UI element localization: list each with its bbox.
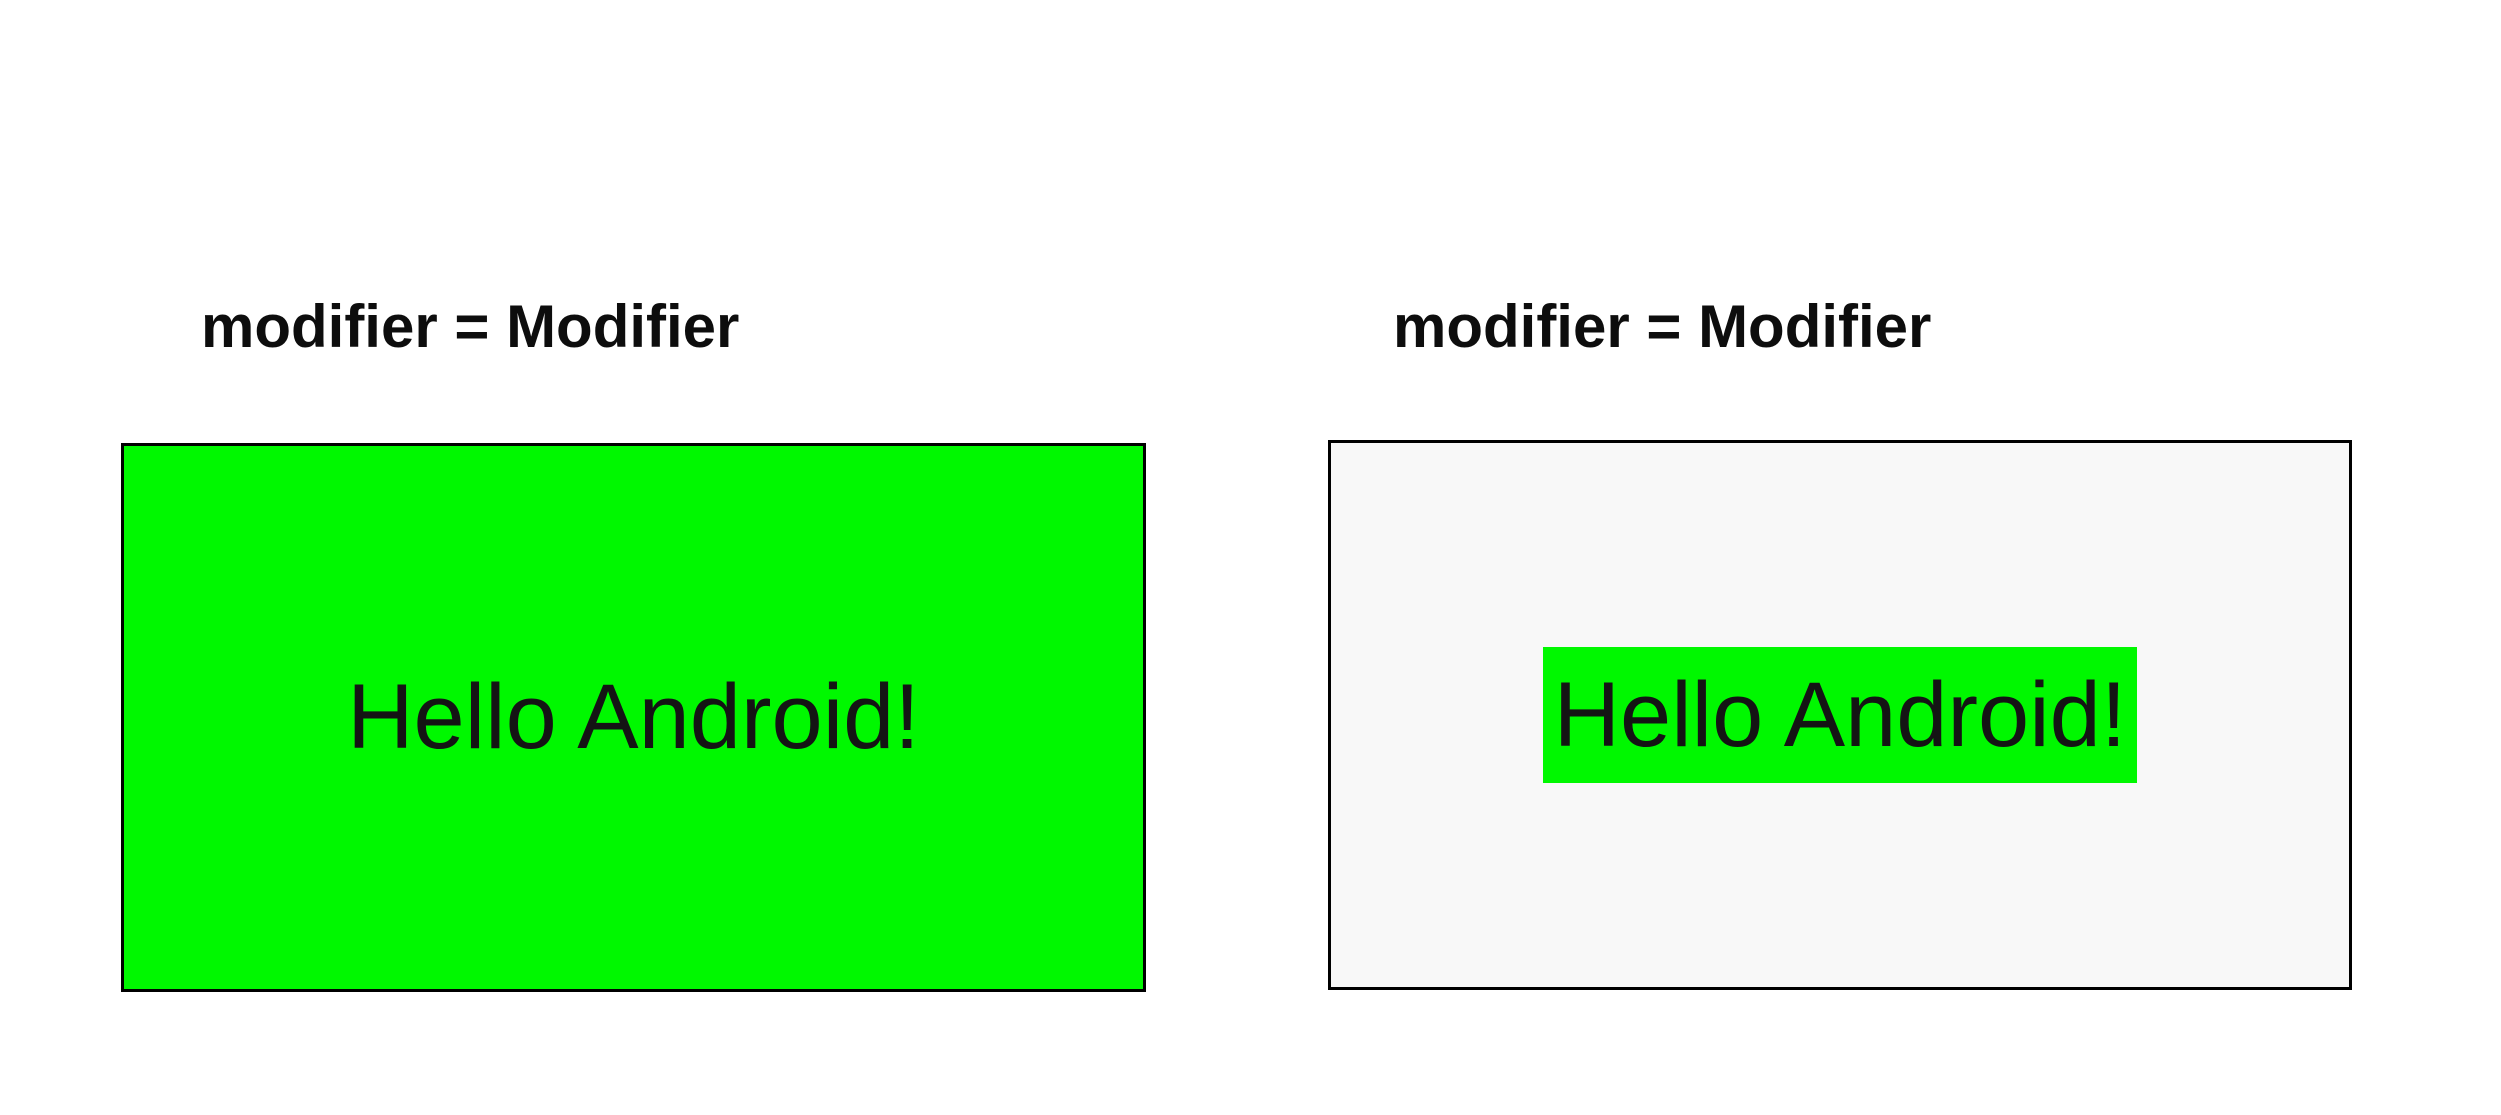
result-box-gray: Hello Android!	[1328, 440, 2352, 990]
hello-android-text: Hello Android!	[347, 666, 920, 768]
code-line-modifier-declaration: modifier = Modifier	[1393, 293, 1932, 360]
code-line-modifier-declaration: modifier = Modifier	[201, 293, 740, 360]
result-box-full-green: Hello Android!	[121, 443, 1146, 992]
hello-android-text-green-highlight: Hello Android!	[1542, 647, 2138, 783]
